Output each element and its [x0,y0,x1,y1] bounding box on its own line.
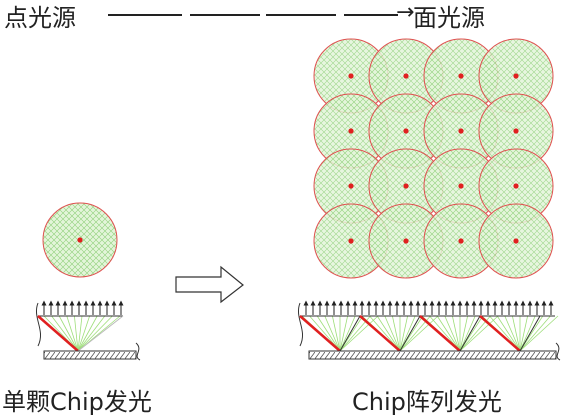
light-ray [519,315,528,352]
light-ray [519,315,551,352]
chip-edge [299,315,341,352]
chip-edge [519,315,541,352]
right-arrow-icon: → [396,0,415,25]
spot-center [348,73,354,79]
chip-edge [479,315,521,352]
spot-center [458,73,464,79]
spot-center [348,238,354,244]
light-ray [452,315,461,352]
light-ray [504,315,521,352]
point-source-label: 点光源 [4,4,76,32]
light-ray [399,315,439,352]
light-ray [77,315,83,352]
single-light-spot [42,202,118,278]
light-ray [77,315,90,352]
light-ray [444,315,461,352]
light-ray [316,315,341,352]
light-ray [436,315,461,352]
light-ray [324,315,341,352]
spot-center [403,73,409,79]
chip-edge [399,315,421,352]
light-ray [339,315,379,352]
single-chip-caption: 单颗Chip发光 [2,388,152,416]
light-ray [376,315,401,352]
light-ray [77,315,98,352]
surface-source-label: 面光源 [413,4,485,32]
hollow-arrow-icon [175,265,244,304]
spot-center [513,238,519,244]
spot-center [513,128,519,134]
light-ray [519,315,559,352]
light-ray [519,315,536,352]
light-ray [496,315,521,352]
light-ray [339,315,356,352]
chip-edge [359,315,401,352]
light-ray [459,315,476,352]
spot-center [403,238,409,244]
chip-edge [459,315,481,352]
array-light-spots [313,38,554,279]
header-rule-segment [344,14,398,16]
array-chip-caption: Chip阵列发光 [352,388,502,416]
header-rule-segment [190,14,260,16]
light-ray [66,315,79,352]
light-ray [339,315,348,352]
light-ray [459,315,468,352]
header-rule-segment [108,14,182,16]
spot-center [513,183,519,189]
chip-edge [339,315,361,352]
light-ray [392,315,401,352]
light-ray [51,315,79,352]
light-ray [459,315,499,352]
spot-center [348,128,354,134]
light-ray [58,315,79,352]
spot-center [458,183,464,189]
spot-center [348,183,354,189]
light-ray [77,315,106,352]
light-ray [399,315,408,352]
light-ray [77,315,113,352]
light-ray [74,315,79,352]
spot-center [458,128,464,134]
light-ray [512,315,521,352]
spot-center [458,238,464,244]
single-chip-cross-section [36,300,141,361]
header-rule-segment [266,14,336,16]
array-chip-cross-section [298,300,561,361]
spot-center [513,73,519,79]
light-ray [332,315,341,352]
light-ray [399,315,416,352]
spot-center [403,183,409,189]
spot-center [403,128,409,134]
light-ray [384,315,401,352]
chip-edge [419,315,461,352]
